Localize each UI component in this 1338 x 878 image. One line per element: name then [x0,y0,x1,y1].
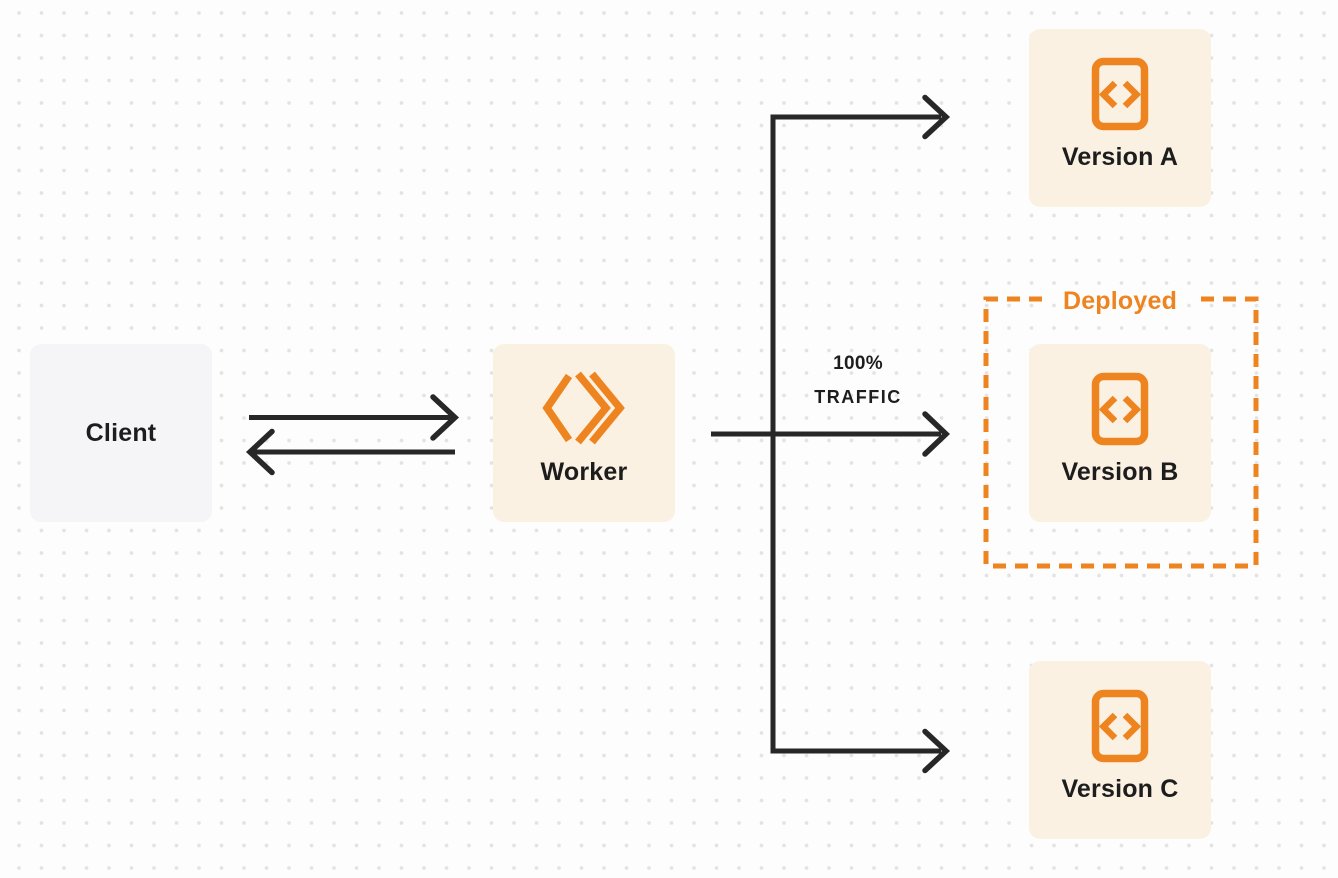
code-file-icon [1091,689,1149,763]
arrow-to-version-b [711,411,950,457]
version-a-label: Version A [1061,143,1179,171]
deployed-annotation: Deployed [1062,287,1178,315]
worker-node-label: Worker [540,458,628,486]
traffic-word-text: TRAFFIC [814,387,902,407]
worker-node: Worker [493,344,675,522]
traffic-annotation: 100% TRAFFIC [780,351,936,409]
version-c-node: Version C [1029,661,1211,839]
client-node-label: Client [85,418,157,447]
code-file-icon [1091,372,1149,446]
worker-to-client-arrow [245,428,455,476]
client-to-worker-arrow [249,394,460,441]
version-b-label: Version B [1061,458,1179,486]
code-file-icon [1091,57,1149,131]
worker-icon [542,371,626,445]
arrow-to-version-c [922,728,951,774]
version-b-node: Version B [1029,344,1211,522]
version-a-node: Version A [1029,29,1211,207]
client-node: Client [30,344,212,522]
branch-trunk [770,114,941,754]
version-c-label: Version C [1061,775,1179,803]
arrow-to-version-a [922,94,951,140]
traffic-percent-text: 100% [833,353,883,374]
